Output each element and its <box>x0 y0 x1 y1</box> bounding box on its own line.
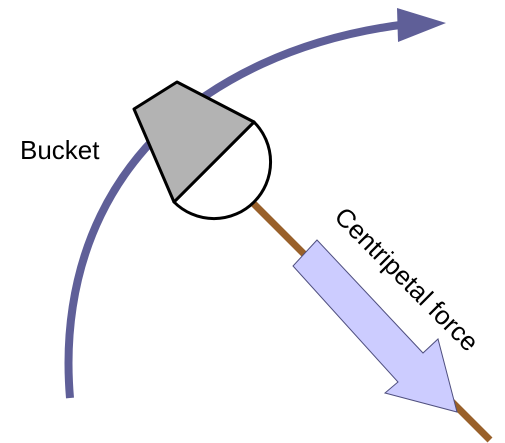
bucket-body <box>132 80 256 204</box>
bucket-bottom <box>172 120 273 221</box>
direction-arrowhead-icon <box>397 8 446 42</box>
centripetal-force-arrow <box>292 239 458 413</box>
bucket-label: Bucket <box>20 135 100 165</box>
bucket <box>132 80 273 221</box>
